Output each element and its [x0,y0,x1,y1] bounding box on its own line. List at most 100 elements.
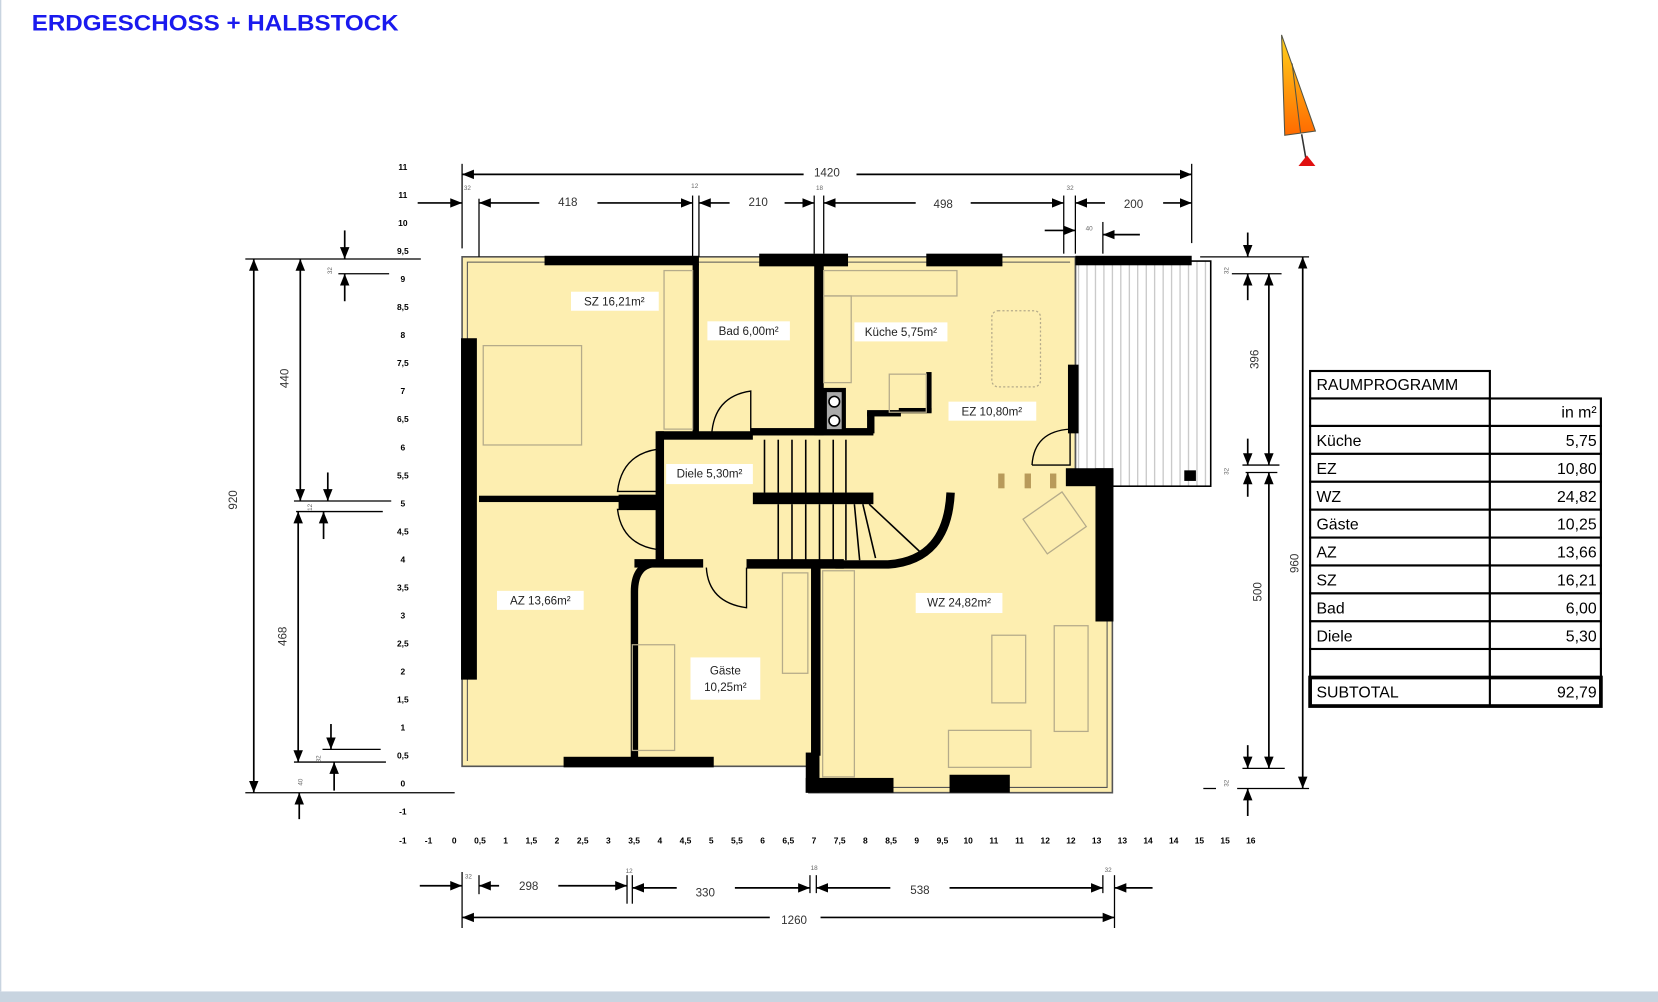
table-row: EZ 10,80 [1309,452,1602,483]
svg-text:32: 32 [1224,467,1231,475]
svg-text:12: 12 [307,503,314,511]
svg-text:200: 200 [1124,198,1143,211]
scale-bottom-tick: 6 [760,835,765,845]
scale-bottom-tick: 8 [863,835,868,845]
room-name: Küche [1316,433,1361,450]
scale-bottom-tick: 1,5 [525,835,537,845]
scale-left-tick: 4 [401,554,406,564]
scale-bottom-tick: 2 [555,835,560,845]
scale-left-tick: 9 [401,274,406,284]
scale-bottom-tick: 15 [1195,835,1205,845]
svg-text:Bad 6,00m²: Bad 6,00m² [719,325,779,338]
room-area: 5,30 [1566,628,1597,645]
scale-left-tick: 1,5 [397,694,409,704]
scale-bottom-tick: 8,5 [885,835,897,845]
scale-bottom-tick: 2,5 [577,835,589,845]
scale-left-tick: 2 [401,666,406,676]
scale-left-tick: 11 [398,162,407,172]
scale-bottom-tick: 0 [452,835,457,845]
room-area: 10,80 [1557,461,1597,478]
terrace [1074,260,1212,487]
svg-text:WZ 24,82m²: WZ 24,82m² [927,597,991,610]
svg-text:210: 210 [748,196,767,209]
scale-bottom-tick: 15 [1220,835,1230,845]
north-arrow-icon [1281,34,1317,166]
scale-bottom-tick: 4,5 [680,835,692,845]
room-label-bad: Bad 6,00m² [707,321,790,341]
room-area: 13,66 [1557,545,1597,562]
svg-text:498: 498 [934,198,953,211]
scale-left-tick: 7 [401,386,406,396]
scale-left-tick: 5,5 [397,470,409,480]
bottom-bar [0,991,1658,1002]
svg-text:40: 40 [1086,225,1094,232]
svg-text:32: 32 [1067,185,1075,192]
scale-bottom-tick: 10 [963,835,973,845]
svg-text:440: 440 [279,369,292,388]
scale-bottom-tick: 5 [709,835,714,845]
scale-bottom-tick: 16 [1246,835,1256,845]
room-name: SZ [1316,573,1337,590]
scale-bottom-tick: 6,5 [782,835,794,845]
scale-bottom-tick: 0,5 [474,835,486,845]
room-label-az: AZ 13,66m² [496,590,584,610]
scale-left-tick: 0,5 [397,750,409,760]
svg-text:18: 18 [811,865,819,872]
room-name: Gäste [1316,517,1358,534]
dimensions-bottom: 298 330 538 1260 32 12 18 32 [419,865,1153,929]
svg-text:1260: 1260 [781,914,807,927]
room-name: EZ [1316,461,1337,478]
scale-bottom-tick: 14 [1169,835,1179,845]
svg-text:298: 298 [519,880,538,893]
scale-bottom-tick: 4 [657,835,662,845]
scale-bottom-tick: 7 [812,835,817,845]
scale-bottom-tick: 9 [914,835,919,845]
scale-left-tick: 9,5 [397,246,409,256]
svg-text:418: 418 [558,196,577,209]
svg-text:32: 32 [1224,779,1231,787]
scale-bottom-tick: 12 [1066,835,1076,845]
scale-left-tick: 0 [401,778,406,788]
scale-bottom-tick: 13 [1092,835,1102,845]
table-unit: in m² [1561,405,1596,422]
subtotal-label: SUBTOTAL [1316,685,1398,702]
furniture [482,269,1089,778]
dimensions-top: 1420 418 210 498 200 32 12 18 32 40 [417,163,1193,257]
svg-text:SZ 16,21m²: SZ 16,21m² [584,295,645,308]
room-name: Bad [1316,600,1344,617]
svg-text:396: 396 [1248,350,1261,369]
scale-bottom-tick: 11 [1015,835,1024,845]
svg-text:EZ 10,80m²: EZ 10,80m² [962,405,1023,418]
svg-text:468: 468 [277,627,290,646]
dimensions-right: 960 396 500 32 32 32 [1200,232,1310,816]
svg-text:40: 40 [297,778,304,786]
scale-bottom-tick: 3 [606,835,611,845]
scale-bottom-tick: 14 [1143,835,1153,845]
svg-text:18: 18 [816,185,824,192]
scale-left: 1111109,598,587,576,565,554,543,532,521,… [397,162,409,816]
svg-text:32: 32 [1224,267,1231,275]
doors [616,390,1071,609]
svg-text:12: 12 [691,183,699,190]
room-area: 5,75 [1566,433,1597,450]
page-title: ERDGESCHOSS + HALBSTOCK [32,11,399,36]
svg-text:Küche 5,75m²: Küche 5,75m² [865,326,937,339]
room-label-diele: Diele 5,30m² [666,464,753,485]
room-label-kueche: Küche 5,75m² [854,322,948,342]
svg-text:32: 32 [327,267,334,275]
svg-text:500: 500 [1251,582,1264,601]
walls [461,253,1192,793]
table-row: Küche 5,75 [1309,424,1602,455]
room-label-ez: EZ 10,80m² [948,401,1037,421]
scale-bottom-tick: 11 [989,835,998,845]
svg-text:Diele 5,30m²: Diele 5,30m² [677,468,743,481]
scale-left-tick: 8,5 [397,302,409,312]
scale-bottom-tick: -1 [399,835,407,845]
